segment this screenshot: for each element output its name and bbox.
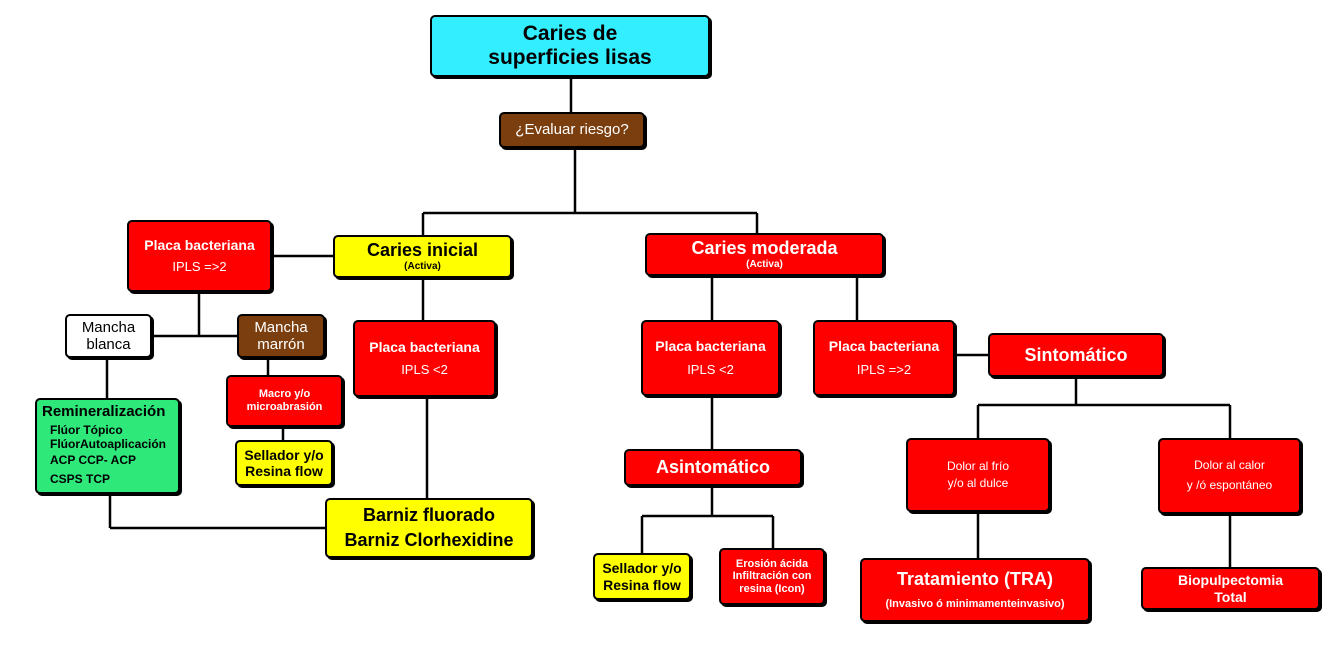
node-line: Resina flow [603,576,681,593]
placa-bacteriana-moderada-1-node: Placa bacteriana IPLS <2 [641,320,780,396]
node-line: Tratamiento (TRA) [896,569,1053,590]
biopulpectomia-node: Biopulpectomia Total [1141,567,1320,610]
node-line: blanca [86,336,131,353]
node-line: (Invasivo ó minimamenteinvasivo) [885,598,1065,611]
node-line: Placa bacteriana [369,338,480,355]
node-line: Caries inicial [366,240,479,261]
tratamiento-node: Tratamiento (TRA) (Invasivo ó minimament… [860,558,1090,622]
node-line: superficies lisas [488,46,652,69]
caries-superficies-lisas-node: Caries de superficies lisas [430,15,710,77]
node-line: IPLS =>2 [172,258,227,274]
node-line: Dolor al frío [946,458,1010,473]
sellador-resina-flow-2-node: Sellador y/o Resina flow [593,553,691,600]
mancha-blanca-node: Mancha blanca [65,314,152,358]
sintomatico-node: Sintomático [988,333,1164,377]
node-line: resina (Icon) [739,582,805,595]
node-line: Placa bacteriana [828,338,940,355]
node-line: y/o al dulce [947,475,1009,490]
node-line: Placa bacteriana [655,338,766,355]
node-line: Sellador y/o [244,446,324,463]
remineralizacion-node: Remineralización Flúor Tópico FlúorAutoa… [35,398,180,494]
node-line: Caries de [522,21,618,45]
node-line: Infiltración con [732,570,812,583]
sellador-resina-flow-1-node: Sellador y/o Resina flow [235,440,333,486]
node-line: Asintomático [655,457,770,478]
node-line: Mancha [81,318,136,336]
node-line: marrón [257,336,305,353]
remin-item: CSPS TCP [50,471,111,486]
node-line: Barniz fluorado [362,504,495,525]
remin-item: FlúorAutoaplicación [50,437,167,452]
node-line: (Activa) [746,259,783,271]
remin-title: Remineralización [42,403,166,420]
remin-item: Flúor Tópico [50,423,123,438]
caries-moderada-node: Caries moderada (Activa) [645,233,884,276]
node-line: Macro y/o [258,388,311,401]
placa-bacteriana-moderada-2-node: Placa bacteriana IPLS =>2 [813,320,955,396]
node-line: Caries moderada [691,238,838,259]
node-line: Biopulpectomia [1177,572,1283,589]
macro-microabrasion-node: Macro y/o microabrasión [226,375,343,427]
node-line: IPLS <2 [401,362,448,378]
node-line: Mancha [254,318,308,336]
erosion-acida-node: Erosión ácida Infiltración con resina (I… [719,548,825,605]
dolor-frio-node: Dolor al frío y/o al dulce [906,438,1050,512]
node-line: ¿Evaluar riesgo? [515,121,629,139]
barniz-node: Barniz fluorado Barniz Clorhexidine [325,498,533,558]
node-line: Barniz Clorhexidine [344,530,514,550]
asintomatico-node: Asintomático [624,449,802,486]
remin-item: ACP CCP- ACP [50,452,137,467]
mancha-marron-node: Mancha marrón [237,314,325,358]
node-line: (Activa) [404,261,441,273]
node-line: Sellador y/o [602,560,682,577]
node-line: Erosión ácida [735,557,809,570]
node-line: IPLS =>2 [856,361,912,377]
node-line: Placa bacteriana [144,237,255,254]
node-line: y /ó espontáneo [1186,478,1273,492]
node-line: microabrasión [246,401,323,413]
node-line: Resina flow [245,463,323,479]
dolor-calor-node: Dolor al calor y /ó espontáneo [1158,438,1301,514]
placa-bacteriana-left-node: Placa bacteriana IPLS =>2 [127,220,272,292]
node-line: Total [1214,588,1247,605]
caries-inicial-node: Caries inicial (Activa) [333,235,512,278]
node-line: Sintomático [1024,344,1128,365]
node-line: IPLS <2 [687,361,734,377]
evaluar-riesgo-node: ¿Evaluar riesgo? [499,112,645,148]
placa-bacteriana-inicial-node: Placa bacteriana IPLS <2 [353,320,496,397]
node-line: Dolor al calor [1194,458,1265,473]
